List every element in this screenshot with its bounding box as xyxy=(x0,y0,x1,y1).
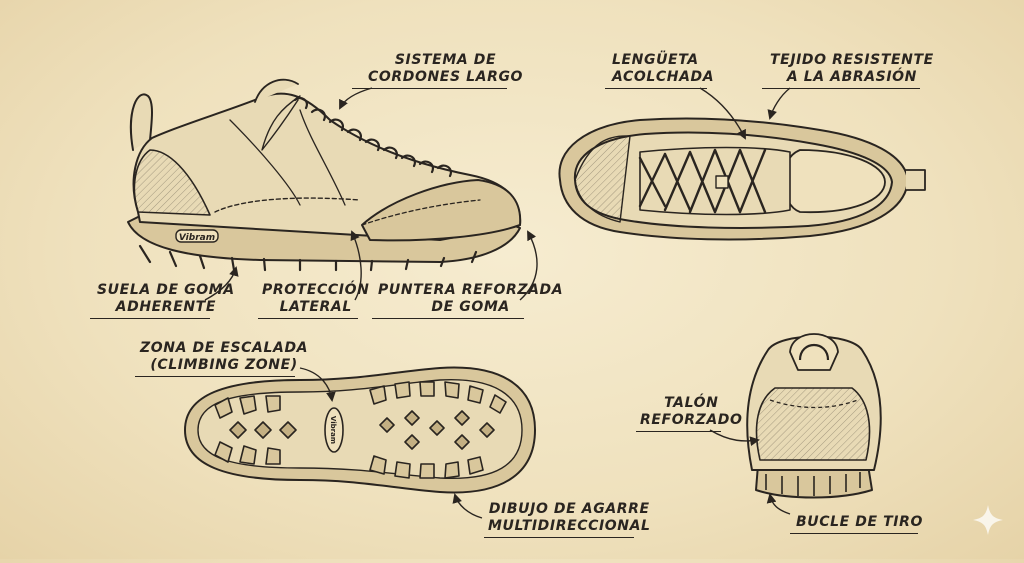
sole-view xyxy=(184,366,536,494)
arrow-side xyxy=(350,230,362,301)
back-heel-counter xyxy=(755,387,871,461)
label-toe-cap: PUNTERA REFORZADA DE GOMA xyxy=(378,282,564,315)
top-view-shoe xyxy=(558,117,926,241)
arrow-tongue xyxy=(699,87,746,140)
arrow-climbing xyxy=(299,367,336,402)
side-vibram-logo: Vibram xyxy=(179,233,215,243)
label-pull-loop: BUCLE DE TIRO xyxy=(796,514,923,530)
arrow-tread xyxy=(452,493,483,519)
underline-heel xyxy=(636,431,721,432)
sole-vibram-logo: Vibram xyxy=(329,416,337,444)
side-toe-cap xyxy=(361,179,522,242)
arrow-pull-loop xyxy=(766,493,791,515)
underline-tongue xyxy=(605,88,707,89)
arrow-sole xyxy=(204,266,239,301)
underline-pull-loop xyxy=(790,533,918,534)
label-tread: DIBUJO DE AGARRE MULTIDIRECCIONAL xyxy=(488,501,651,534)
arrow-heel xyxy=(709,429,760,447)
underline-climbing-zone xyxy=(135,376,295,377)
side-pull-loop xyxy=(129,93,153,151)
underline-sole xyxy=(90,318,210,319)
arrow-toe xyxy=(519,230,538,301)
back-view-shoe xyxy=(746,333,882,499)
underline-laces xyxy=(352,88,507,89)
underline-toe-cap xyxy=(372,318,524,319)
underline-fabric xyxy=(762,88,920,89)
label-heel: TALÓN REFORZADO xyxy=(640,395,743,428)
side-laces xyxy=(293,96,452,178)
underline-side-protection xyxy=(258,318,358,319)
arrow-fabric xyxy=(767,87,791,120)
label-sole: SUELA DE GOMA ADHERENTE xyxy=(97,282,235,315)
side-view-shoe xyxy=(127,78,522,272)
back-pull-loop xyxy=(798,344,830,361)
underline-tread xyxy=(484,537,634,538)
top-tongue xyxy=(639,146,791,216)
label-fabric: TEJIDO RESISTENTE A LA ABRASIÓN xyxy=(770,52,934,85)
leader-lines xyxy=(204,87,791,519)
label-laces: SISTEMA DE CORDONES LARGO xyxy=(368,52,524,85)
sparkle-icon xyxy=(973,505,1003,535)
side-heel-counter xyxy=(133,149,211,216)
label-climbing-zone: ZONA DE ESCALADA (CLIMBING ZONE) xyxy=(140,340,309,373)
label-side-protection: PROTECCIÓN LATERAL xyxy=(262,282,370,315)
arrow-laces xyxy=(339,87,373,110)
label-tongue: LENGÜETA ACOLCHADA xyxy=(612,52,715,85)
